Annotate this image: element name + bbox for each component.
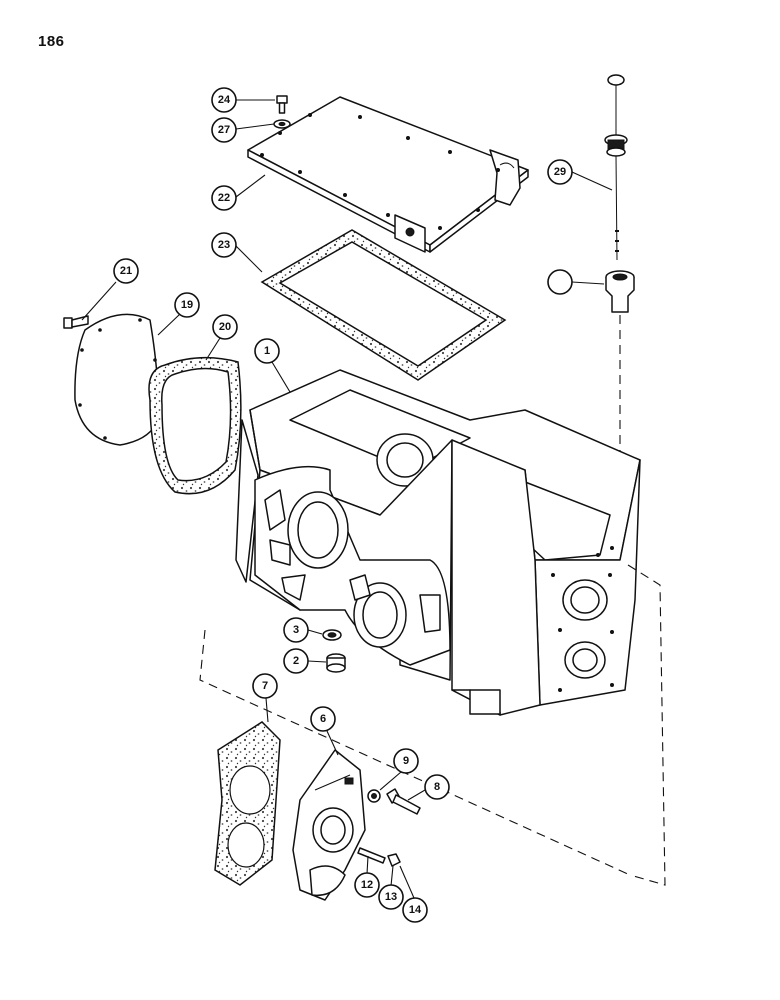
svg-text:27: 27 [218, 124, 230, 136]
side-cover-plate [74, 313, 160, 446]
svg-text:3: 3 [293, 624, 299, 636]
page-number: 186 [38, 33, 65, 50]
callout-13: 13 [378, 884, 404, 910]
svg-text:2: 2 [293, 655, 299, 667]
callout-27: 29 [547, 159, 573, 185]
dipstick-tube [605, 270, 635, 313]
callout-19: 20 [212, 314, 238, 340]
right-flange-path-line [627, 564, 666, 886]
callout-12: 12 [354, 872, 380, 898]
svg-text:13: 13 [385, 891, 397, 903]
callout-1: 1 [254, 338, 280, 364]
svg-text:7: 7 [262, 680, 268, 692]
svg-text:1: 1 [264, 345, 270, 357]
top-cover-plate [247, 96, 529, 253]
callout-8: 8 [424, 774, 450, 800]
side-cover-gasket [148, 356, 242, 495]
svg-text:6: 6 [320, 713, 326, 725]
dipstick [604, 74, 628, 261]
callout-20: 21 [113, 258, 139, 284]
callout-7: 7 [252, 673, 278, 699]
callout-23: 24 [211, 87, 237, 113]
callout-24: 27 [211, 117, 237, 143]
svg-text:14: 14 [409, 904, 422, 916]
lower-cover-gasket [214, 721, 281, 886]
svg-text:12: 12 [361, 879, 373, 891]
svg-text:24: 24 [218, 94, 231, 106]
washer-24 [273, 119, 291, 129]
callout-21: 22 [211, 185, 237, 211]
transmission-housing [235, 369, 641, 716]
bolt-8 [386, 788, 421, 815]
leader-lines [81, 99, 613, 899]
bolt-23 [276, 95, 288, 114]
callout-18: 19 [174, 292, 200, 318]
lower-cover-path-line [199, 629, 631, 876]
svg-text:23: 23 [218, 239, 230, 251]
svg-text:29: 29 [554, 166, 566, 178]
callout-2: 2 [283, 648, 309, 674]
svg-text:9: 9 [403, 755, 409, 767]
nut-13 [387, 853, 401, 867]
bolt-20 [63, 315, 89, 329]
svg-text:22: 22 [218, 192, 230, 204]
callout-22: 23 [211, 232, 237, 258]
callout-9: 9 [393, 748, 419, 774]
washer-3 [322, 629, 342, 641]
svg-text:19: 19 [181, 299, 193, 311]
drain-plug-2 [326, 653, 346, 673]
top-cover-gasket [260, 229, 507, 381]
callout-14: 14 [402, 897, 428, 923]
svg-text:21: 21 [120, 265, 132, 277]
bearing-cover-6 [292, 749, 366, 901]
callout-6: 6 [310, 706, 336, 732]
callout-29 [547, 269, 573, 295]
stud-12 [357, 847, 386, 864]
callout-3: 3 [283, 617, 309, 643]
washer-9 [367, 789, 381, 803]
svg-text:20: 20 [219, 321, 231, 333]
svg-text:8: 8 [434, 781, 440, 793]
